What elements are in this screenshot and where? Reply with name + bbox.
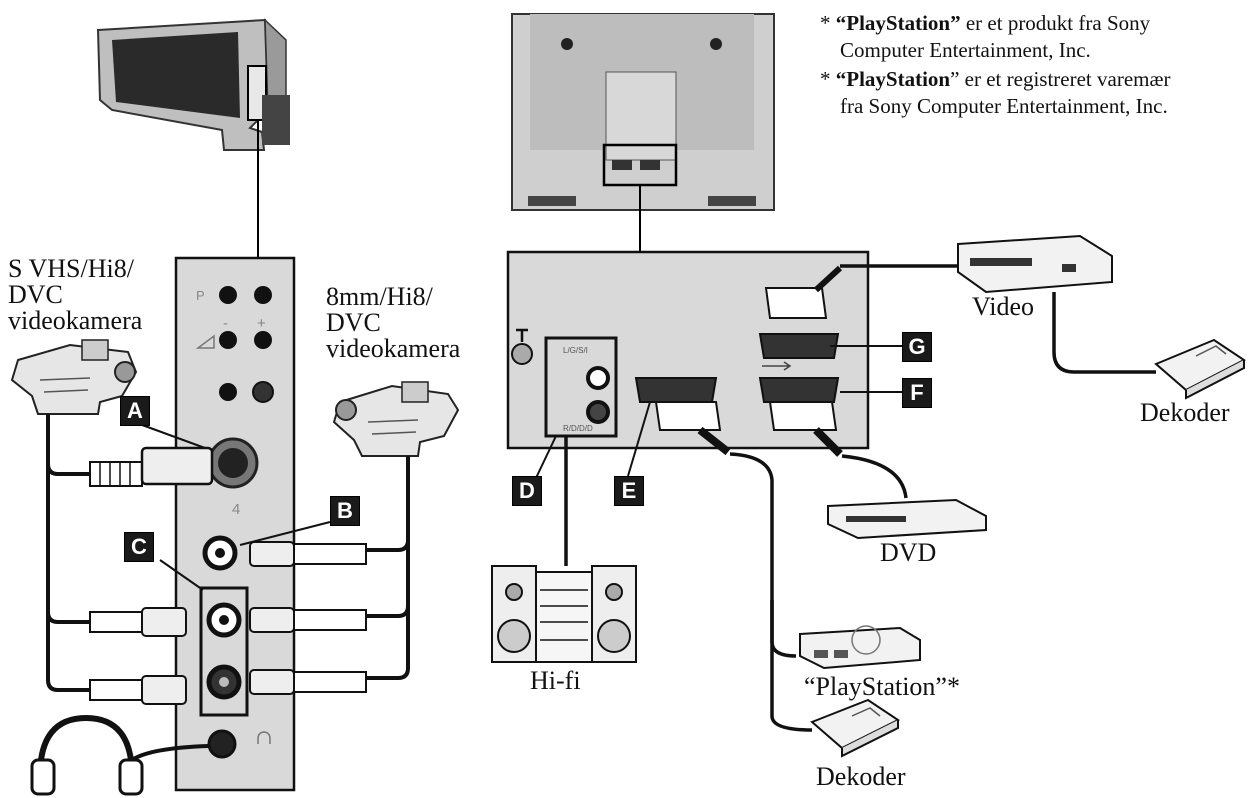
rear-jack-label-1: L/G/S/I <box>563 346 588 355</box>
badge-d: D <box>512 476 542 506</box>
badge-a: A <box>120 396 150 426</box>
panel-label-p: P <box>196 288 205 303</box>
camcorder-left-icon <box>10 339 138 415</box>
badge-e: E <box>614 476 644 506</box>
camcorder-right-icon <box>332 381 460 457</box>
decoder-bottom-icon <box>810 698 900 758</box>
camcorder-right-label-3: videokamera <box>326 334 461 363</box>
front-panel <box>174 256 296 792</box>
tv-rear-view <box>511 13 775 211</box>
video-label: Video <box>972 292 1034 321</box>
dvd-label: DVD <box>880 538 937 567</box>
badge-f: F <box>902 378 932 408</box>
hifi-label: Hi-fi <box>530 666 581 695</box>
badge-g: G <box>902 332 932 362</box>
right-rca-plugs <box>249 541 367 695</box>
camcorder-right-label-2: DVC <box>326 308 381 337</box>
s-video-plug <box>89 446 214 487</box>
decoder-right-icon <box>1154 338 1246 400</box>
panel-label-plus: + <box>257 315 266 332</box>
dvd-player-icon <box>827 498 987 540</box>
hifi-icon <box>491 565 637 663</box>
decoder-right-label: Dekoder <box>1140 398 1230 427</box>
right-cables <box>366 456 410 680</box>
video-recorder-icon <box>957 234 1113 294</box>
decoder-bottom-label: Dekoder <box>816 762 906 791</box>
scart-plugs <box>654 265 843 457</box>
note-line-2-cont: fra Sony Computer Entertainment, Inc. <box>840 94 1168 118</box>
camcorder-right-label-1: 8mm/Hi8/ <box>326 282 433 311</box>
camcorder-left-label-3: videokamera <box>8 306 143 335</box>
panel-label-port4: 4 <box>232 501 241 518</box>
badge-b: B <box>330 496 360 526</box>
badge-c: C <box>124 532 154 562</box>
rear-jack-label-2: R/D/D/D <box>563 424 593 433</box>
note-line-1: * “PlayStation” er et produkt fra Sony <box>820 11 1151 35</box>
camcorder-left-label-2: DVC <box>8 280 63 309</box>
rear-cables <box>564 264 1156 732</box>
playstation-label: “PlayStation”* <box>804 672 960 701</box>
headphones-icon <box>30 714 209 796</box>
playstation-icon <box>799 625 921 670</box>
tv-front-view <box>96 18 290 151</box>
panel-label-minus: - <box>223 315 228 332</box>
note-line-2: * “PlayStation” er et registreret varemæ… <box>820 67 1171 91</box>
left-cables <box>46 414 90 692</box>
camcorder-left-label-1: S VHS/Hi8/ <box>8 254 134 283</box>
note-line-1-cont: Computer Entertainment, Inc. <box>840 38 1091 62</box>
left-rca-plugs <box>89 607 187 705</box>
